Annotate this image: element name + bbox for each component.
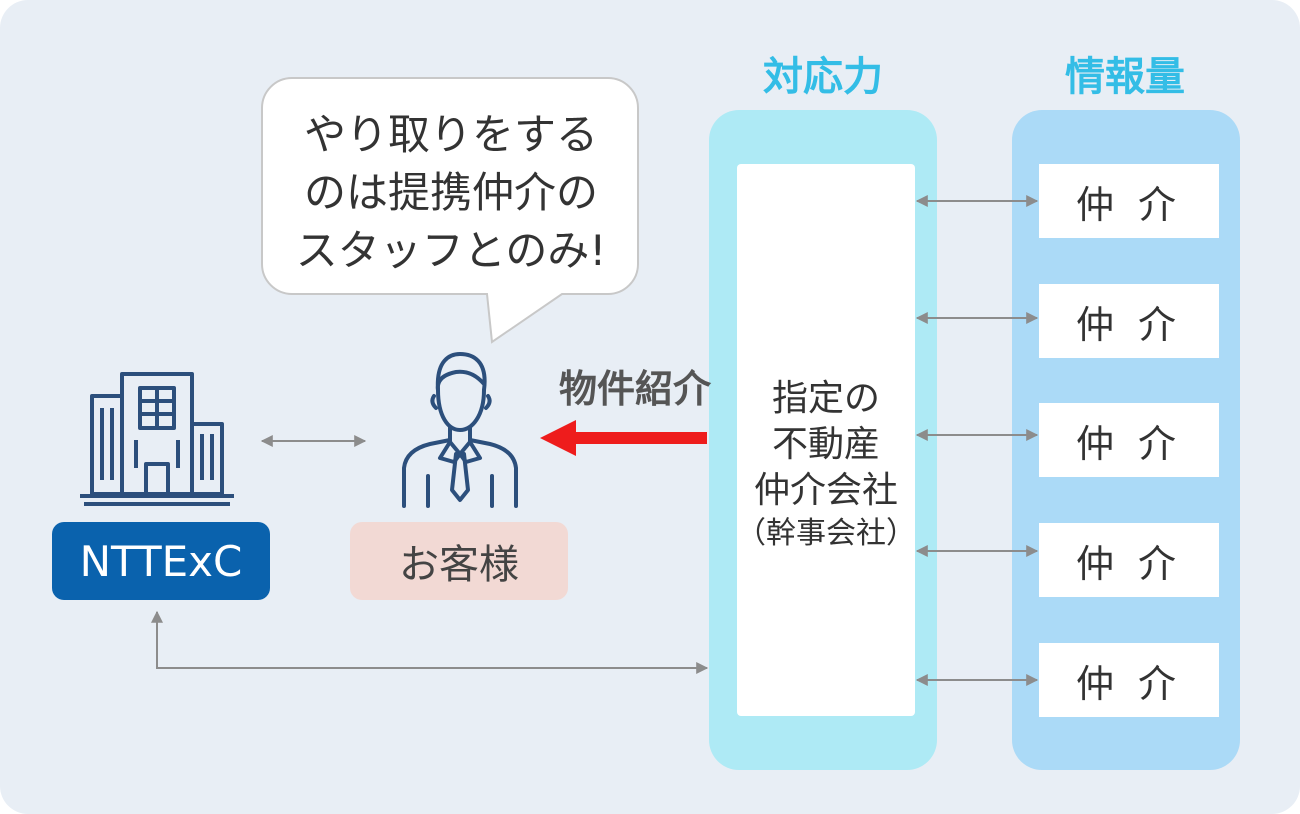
broker-box: 仲 介: [1039, 523, 1219, 597]
broker-box: 仲 介: [1039, 284, 1219, 358]
agency-subtitle: （幹事会社）: [736, 516, 916, 551]
speech-bubble: [261, 77, 639, 344]
businessman-icon: [402, 352, 518, 508]
response-heading: 対応力: [763, 54, 883, 100]
agency-line-1: 指定の: [771, 378, 880, 419]
agency-line-2: 不動産: [771, 424, 880, 465]
broker-box: 仲 介: [1039, 403, 1219, 477]
bubble-line-2: のは提携仲介の: [303, 168, 598, 217]
broker-box: 仲 介: [1039, 164, 1219, 238]
speech-bubble-text: やり取りをする のは提携仲介の スタッフとのみ!: [266, 106, 636, 280]
designated-agency-box: 指定の 不動産 仲介会社 （幹事会社）: [736, 164, 916, 716]
customer-badge: お客様: [350, 522, 568, 600]
bubble-line-1: やり取りをする: [303, 110, 598, 159]
bubble-line-3: スタッフとのみ!: [295, 226, 607, 275]
property-introduction-arrow: [540, 420, 707, 456]
property-introduction-label: 物件紹介: [558, 367, 711, 411]
agency-line-3: 仲介会社: [753, 470, 898, 511]
building-icon: [80, 372, 234, 506]
broker-connectors: [915, 195, 1039, 686]
company-badge: NTTExC: [52, 522, 270, 600]
broker-box: 仲 介: [1039, 643, 1219, 717]
information-heading: 情報量: [1065, 54, 1185, 100]
company-agency-connector: [151, 610, 709, 674]
